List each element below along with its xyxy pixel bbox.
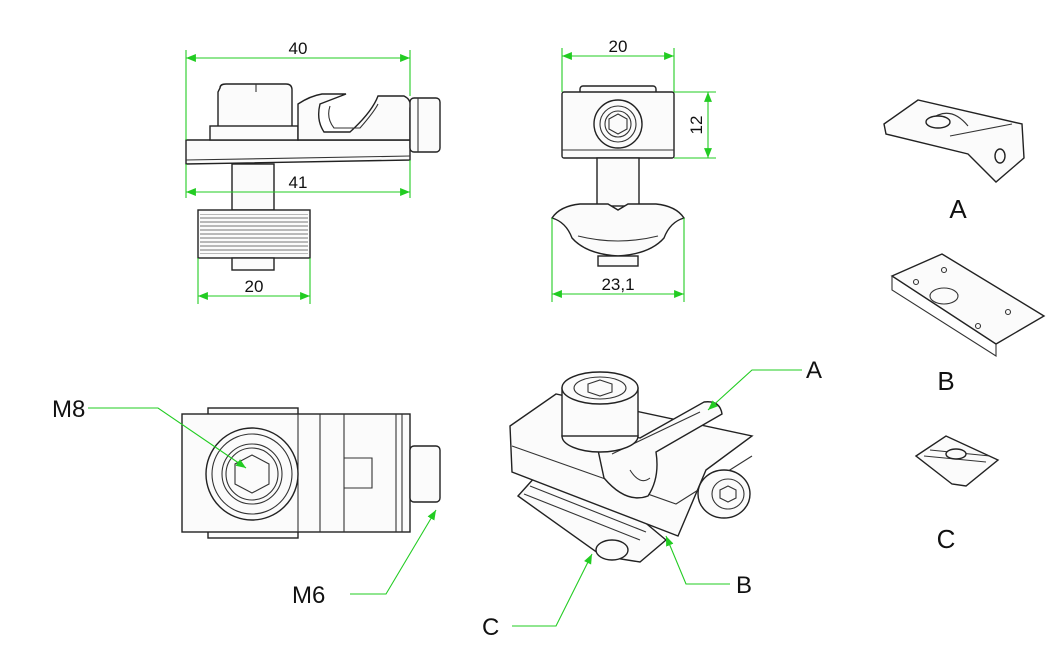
callout-a: A: [707, 357, 822, 411]
dim-label-nut: 20: [245, 277, 264, 296]
callout-m6-label: M6: [292, 582, 325, 609]
callout-b-label: B: [736, 572, 752, 599]
part-a-label: A: [949, 194, 967, 224]
dim-nut-width: 20: [197, 258, 311, 304]
side-view: [550, 85, 686, 267]
callout-c-label: C: [482, 614, 499, 641]
callout-b: B: [665, 535, 752, 599]
part-b-icon: [890, 253, 1046, 358]
dim-label-slot: 23,1: [601, 275, 634, 294]
part-c-icon: [914, 435, 1000, 487]
dim-side-width: 20: [561, 37, 675, 92]
callout-c: C: [482, 553, 593, 641]
callout-a-label: A: [806, 357, 822, 384]
dim-side-height: 12: [674, 91, 716, 159]
dim-top-width: 40: [185, 39, 411, 140]
callout-m6: M6: [292, 509, 437, 609]
part-b-label: B: [937, 366, 954, 396]
dim-label-bottom: 41: [289, 173, 308, 192]
part-a-icon: [883, 99, 1025, 183]
front-view: [185, 83, 441, 271]
assembly-iso-view: [509, 371, 754, 563]
dim-bottom-width: 41: [185, 160, 411, 198]
dim-label-side-width: 20: [609, 37, 628, 56]
part-c-label: C: [937, 524, 956, 554]
dim-slot-width: 23,1: [551, 218, 685, 302]
dim-label-side-height: 12: [687, 116, 706, 135]
dim-label-top: 40: [289, 39, 308, 58]
top-view: [181, 407, 441, 539]
callout-m8-label: M8: [52, 396, 85, 423]
callout-m8: M8: [52, 396, 247, 469]
